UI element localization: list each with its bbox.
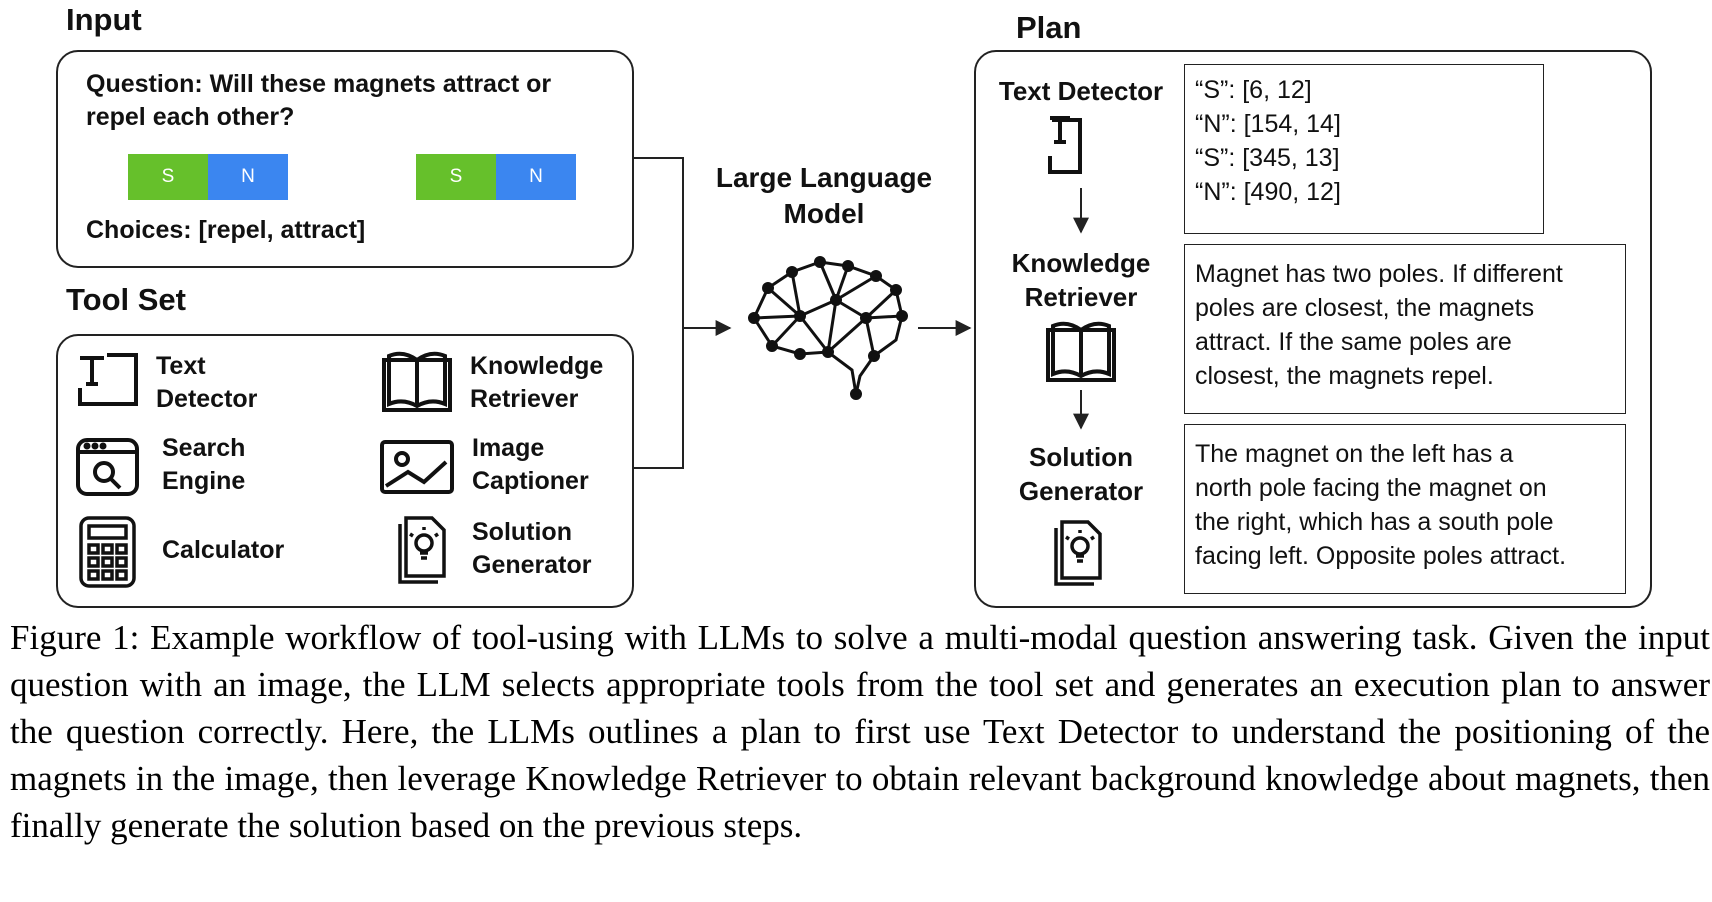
calculator-icon xyxy=(79,516,136,588)
plan-step-label-solution-generator: Solution Generator xyxy=(1018,442,1144,506)
magnet-right: S N xyxy=(416,154,576,200)
search-engine-icon xyxy=(76,438,139,496)
tool-label-image-captioner: Image Captioner xyxy=(472,434,589,495)
choices-text: Choices: [repel, attract] xyxy=(86,216,366,244)
input-title: Input xyxy=(66,2,142,37)
question-line-2: repel each other? xyxy=(86,103,295,131)
plan-output-solution-generator: The magnet on the left has a north pole … xyxy=(1184,424,1626,594)
magnet-left: S N xyxy=(128,154,288,200)
plan-output-text-detector: “S”: [6, 12] “N”: [154, 14] “S”: [345, 1… xyxy=(1184,64,1544,234)
tool-label-solution-generator: Solution Generator xyxy=(472,518,592,579)
plan-step-label-text-detector: Text Detector xyxy=(998,76,1164,106)
plan-title: Plan xyxy=(1016,10,1082,45)
plan-lightbulb-document-icon xyxy=(1054,520,1102,586)
magnet-pole-s: S xyxy=(128,154,208,200)
input-to-llm-connector xyxy=(632,157,732,469)
brain-network-icon xyxy=(748,256,908,400)
tool-label-text-detector: Text Detector xyxy=(156,352,258,413)
tool-label-search-engine: Search Engine xyxy=(162,434,246,495)
magnet-pole-n: N xyxy=(496,154,576,200)
tool-label-knowledge-retriever: Knowledge Retriever xyxy=(470,352,604,413)
book-icon xyxy=(382,351,452,412)
plan-step-label-knowledge-retriever: Knowledge Retriever xyxy=(1011,248,1151,312)
question-line-1: Question: Will these magnets attract or xyxy=(86,70,552,98)
toolset-box xyxy=(56,334,634,608)
magnet-pole-s: S xyxy=(416,154,496,200)
text-detector-icon xyxy=(78,353,138,406)
input-box: Question: Will these magnets attract or … xyxy=(56,50,634,268)
plan-output-knowledge-retriever: Magnet has two poles. If different poles… xyxy=(1184,244,1626,414)
figure-caption: Figure 1: Example workflow of tool-using… xyxy=(10,618,1710,845)
toolset-title: Tool Set xyxy=(66,282,186,317)
plan-book-icon xyxy=(1046,321,1116,382)
magnet-pole-n: N xyxy=(208,154,288,200)
plan-text-detector-icon xyxy=(1048,116,1082,174)
plan-box xyxy=(974,50,1652,608)
tool-label-calculator: Calculator xyxy=(162,536,285,564)
image-icon xyxy=(380,440,454,494)
llm-label: Large Language Model xyxy=(715,162,933,229)
lightbulb-document-icon xyxy=(398,516,446,584)
